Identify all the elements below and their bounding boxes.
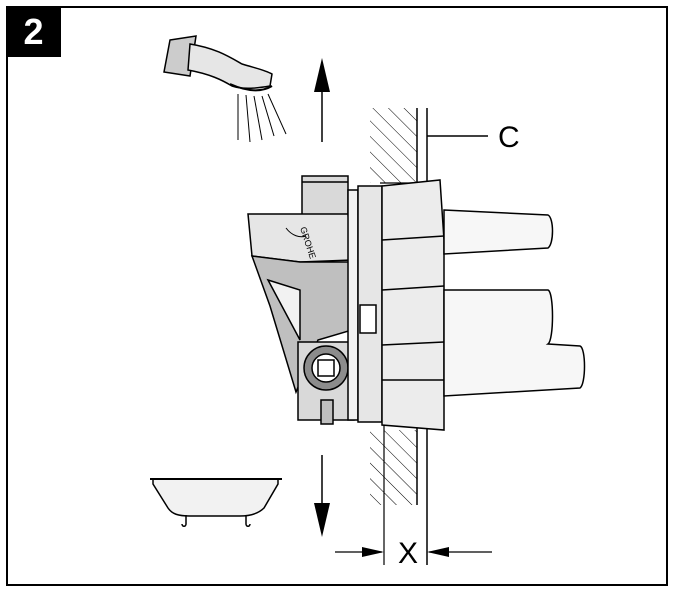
- depth-dimension: X: [335, 537, 492, 570]
- step-number-badge: 2: [6, 6, 61, 57]
- depth-dimension-label: X: [398, 537, 418, 570]
- bathtub-icon: [150, 478, 282, 527]
- wall-surface-label: C: [498, 121, 520, 154]
- valve-body: [247, 175, 586, 431]
- arrow-up-icon: [314, 58, 330, 142]
- wall-surface-callout: C: [427, 121, 520, 154]
- shower-head-icon: [163, 35, 287, 143]
- arrow-down-icon: [314, 455, 330, 537]
